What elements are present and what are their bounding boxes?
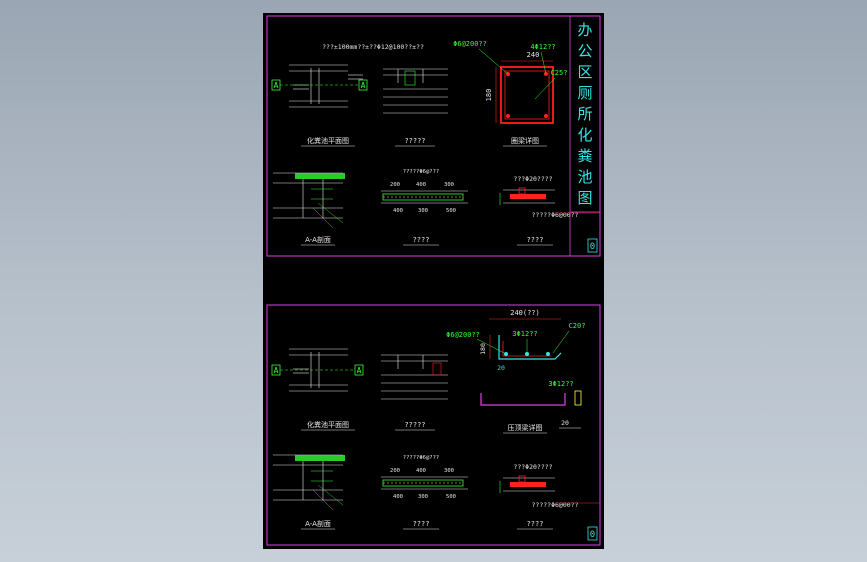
sheet-number-box bbox=[587, 238, 598, 253]
section-marker-label: A bbox=[361, 81, 366, 90]
rebar-label: 3Φ12?? bbox=[512, 330, 537, 338]
note-right-2: ?????Φ6@00?? bbox=[532, 211, 579, 219]
dim-mid: 500 bbox=[446, 494, 456, 500]
dim-mid: 300 bbox=[418, 494, 428, 500]
pipe-box bbox=[404, 70, 416, 86]
tie-label: Φ6@200?? bbox=[446, 331, 480, 339]
dim-mid: 200 bbox=[390, 468, 400, 474]
section-marker-right bbox=[358, 79, 368, 91]
title-char: 厕 bbox=[577, 84, 592, 102]
mid-note: ?????Φ6@??? bbox=[403, 455, 439, 461]
leader-line bbox=[478, 48, 509, 75]
aa-section-top bbox=[273, 172, 345, 229]
leader-line bbox=[534, 77, 556, 100]
right-beam bbox=[510, 194, 546, 199]
title-char: 区 bbox=[577, 63, 592, 81]
dim-mid: 400 bbox=[393, 494, 403, 500]
note-right-1: ???Φ20???? bbox=[513, 175, 552, 183]
concrete-label: C25? bbox=[551, 69, 568, 77]
drawing-canvas: 办 公 区 厕 所 化 粪 池 图 0 ???±100mm??±??Φ12@10… bbox=[263, 13, 604, 549]
leader-line bbox=[476, 338, 507, 355]
section-marker-label: A bbox=[274, 81, 279, 90]
section-marker-label: A bbox=[357, 366, 362, 375]
rebar-dot bbox=[506, 114, 510, 118]
coping-end-box bbox=[574, 390, 582, 406]
plan-view bbox=[289, 64, 363, 108]
sheet-top: 办 公 区 厕 所 化 粪 池 图 0 ???±100mm??±??Φ12@10… bbox=[266, 15, 601, 257]
sheet-top-frame bbox=[266, 15, 601, 257]
rebar-dot bbox=[546, 352, 550, 356]
detail-title: 圈梁详图 bbox=[511, 136, 539, 145]
right-bottom-title: ???? bbox=[527, 520, 544, 528]
right-box bbox=[518, 475, 526, 483]
plan-title: 化粪池平面图 bbox=[307, 136, 349, 145]
title-char: 池 bbox=[577, 168, 592, 186]
plan-title: 化粪池平面图 bbox=[307, 420, 349, 429]
title-char: 办 bbox=[577, 21, 592, 39]
note-right-1: ???Φ20???? bbox=[513, 463, 552, 471]
section-title: A-A剖面 bbox=[305, 519, 331, 528]
right-box bbox=[518, 187, 526, 195]
sheet-number: 0 bbox=[590, 530, 595, 540]
dim-mid: 300 bbox=[444, 182, 454, 188]
sheet-bottom-frame bbox=[266, 304, 601, 546]
section-marker-label: A bbox=[274, 366, 279, 375]
top-note: ???±100mm??±??Φ12@100??±?? bbox=[322, 43, 424, 51]
mid-top-title: ????? bbox=[404, 421, 425, 429]
title-char: 所 bbox=[577, 105, 592, 123]
aa-section-bottom bbox=[273, 454, 345, 511]
note-right-2: ?????Φ6@00?? bbox=[532, 501, 579, 509]
dim-mid: 300 bbox=[418, 208, 428, 214]
dim-width: 240 bbox=[527, 51, 540, 59]
ring-beam-stirrup bbox=[504, 70, 550, 120]
sheet-number: 0 bbox=[590, 242, 595, 252]
ring-beam-section bbox=[500, 66, 554, 124]
tie-label: Φ6@200?? bbox=[453, 40, 487, 48]
detail-title: 压顶梁详图 bbox=[508, 423, 543, 432]
dim-mid: 400 bbox=[393, 208, 403, 214]
sheet-number-box bbox=[587, 526, 598, 541]
sheet-title-vertical: 办 公 区 厕 所 化 粪 池 图 bbox=[577, 21, 592, 207]
sheet-bottom: 0 A A 化粪池平面图 ?? bbox=[266, 304, 601, 546]
leader-line bbox=[552, 330, 570, 354]
pipe-box bbox=[432, 362, 442, 376]
right-beam bbox=[510, 482, 546, 487]
section-marker-right bbox=[354, 364, 364, 376]
section-title: A-A剖面 bbox=[305, 235, 331, 244]
mid-note: ?????Φ6@??? bbox=[403, 169, 439, 175]
title-char: 粪 bbox=[577, 147, 592, 165]
dim-mid: 500 bbox=[446, 208, 456, 214]
mid-bottom-title: ???? bbox=[413, 236, 430, 244]
dim-width: 240(??) bbox=[510, 309, 540, 317]
dim-small: 20 bbox=[561, 419, 569, 427]
coping-beam-stirrup bbox=[502, 341, 551, 357]
plan-view bbox=[289, 348, 348, 392]
title-char: 化 bbox=[577, 126, 592, 144]
mid-elevation-bottom bbox=[381, 354, 448, 400]
cad-drawing: 办 公 区 厕 所 化 粪 池 图 0 ???±100mm??±??Φ12@10… bbox=[266, 15, 601, 546]
dim-mid: 400 bbox=[416, 468, 426, 474]
leader-line bbox=[540, 51, 547, 75]
dim-mid: 400 bbox=[416, 182, 426, 188]
title-char: 图 bbox=[577, 189, 592, 207]
right-bottom-title: ???? bbox=[527, 236, 544, 244]
dim-mid: 300 bbox=[444, 468, 454, 474]
mid-elevation-top bbox=[383, 68, 448, 114]
rebar-dot bbox=[544, 114, 548, 118]
rebar2-label: 3Φ12?? bbox=[548, 380, 573, 388]
concrete-label: C20? bbox=[569, 322, 586, 330]
dim-height: 180 bbox=[485, 89, 493, 102]
title-char: 公 bbox=[577, 42, 592, 60]
coping-beam-long bbox=[480, 393, 566, 406]
mid-top-title: ????? bbox=[404, 137, 425, 145]
mid-bottom-title: ???? bbox=[413, 520, 430, 528]
rebar-label: 4Φ12?? bbox=[530, 43, 555, 51]
dim-mid: 200 bbox=[390, 182, 400, 188]
dim-small: 20 bbox=[497, 364, 505, 372]
dim-height: 180 bbox=[479, 343, 487, 355]
coping-beam-outline bbox=[498, 335, 562, 360]
